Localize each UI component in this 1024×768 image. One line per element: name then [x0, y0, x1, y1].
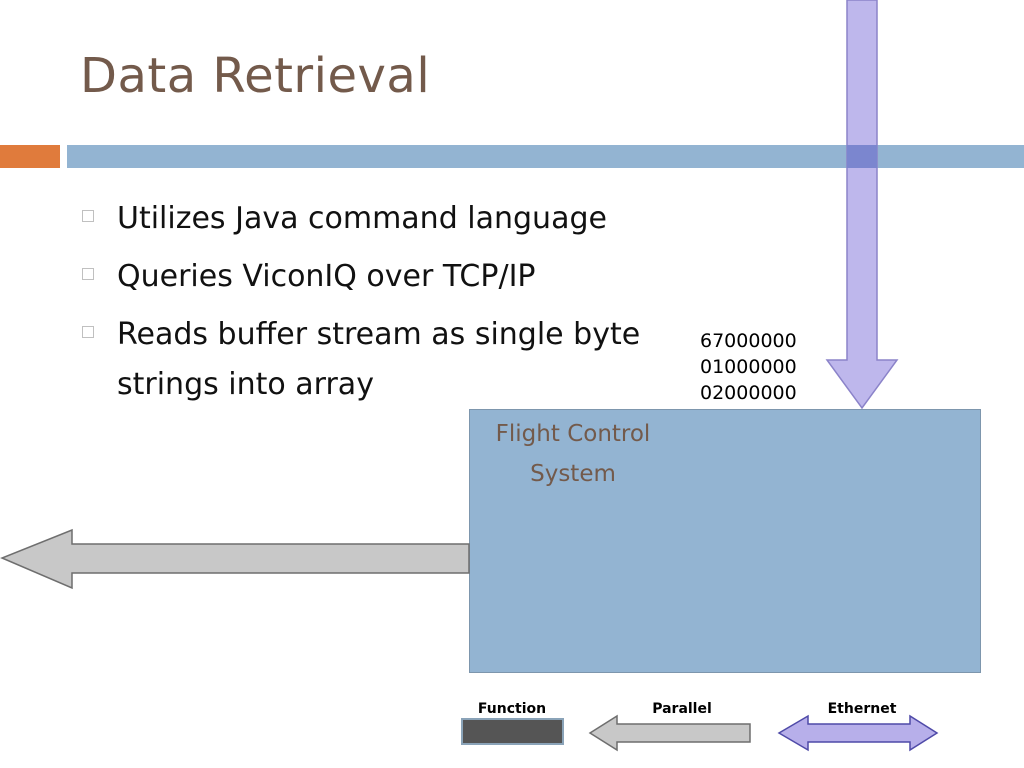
byte-string: 01000000: [700, 356, 797, 378]
accent-bar-orange: [0, 145, 60, 168]
legend-ethernet-label: Ethernet: [827, 701, 897, 717]
slide-title: Data Retrieval: [80, 48, 431, 104]
square-bullet-icon: [82, 268, 94, 280]
legend-ethernet-arrow: [777, 714, 939, 752]
bullet-text: Utilizes Java command language: [117, 201, 607, 236]
bullet-text: Queries ViconIQ over TCP/IP: [117, 259, 536, 294]
square-bullet-icon: [82, 210, 94, 222]
bullet-item: Queries ViconIQ over TCP/IP: [82, 252, 702, 302]
flight-control-system-block: Flight Control System: [469, 409, 981, 673]
block-label: Flight Control System: [478, 414, 668, 494]
parallel-arrow-left: [0, 528, 470, 590]
block-label-line2: System: [530, 461, 616, 487]
square-bullet-icon: [82, 326, 94, 338]
block-label-line1: Flight Control: [495, 421, 651, 447]
bullet-list: Utilizes Java command language Queries V…: [82, 194, 702, 418]
legend-parallel-label: Parallel: [652, 701, 712, 717]
byte-string: 67000000: [700, 330, 797, 352]
byte-string: 02000000: [700, 382, 797, 404]
bullet-item: Utilizes Java command language: [82, 194, 702, 244]
arrow-bar-overlap: [847, 145, 877, 168]
byte-strings: 67000000 01000000 02000000: [700, 328, 797, 406]
ethernet-arrow-down: [825, 0, 899, 410]
legend-function-swatch: [461, 718, 564, 745]
accent-bar-blue: [67, 145, 1024, 168]
legend-parallel-arrow: [588, 714, 751, 752]
legend-function-label: Function: [477, 701, 547, 717]
bullet-item: Reads buffer stream as single byte strin…: [82, 310, 702, 410]
bullet-text: Reads buffer stream as single byte strin…: [117, 317, 641, 402]
